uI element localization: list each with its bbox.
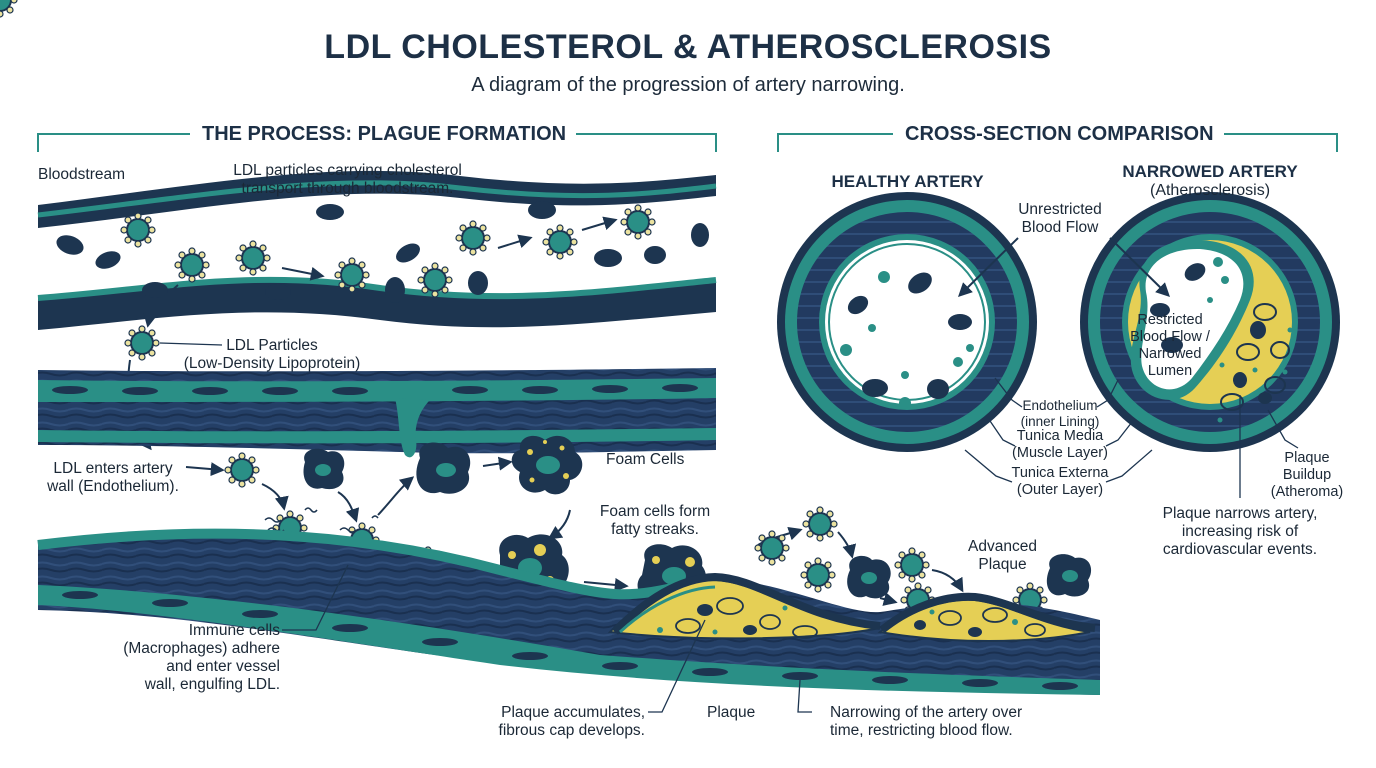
ldl-particles-line-2: (Low-Density Lipoprotein) <box>183 355 361 372</box>
narrowed-artery-title: NARROWED ARTERY <box>1122 162 1298 181</box>
tunica-media-line-2: (Muscle Layer) <box>1012 445 1108 461</box>
narrowing-line-2: time, restricting blood flow. <box>830 722 1013 739</box>
page-subtitle: A diagram of the progression of artery n… <box>471 74 905 96</box>
unrestricted-line-1: Unrestricted <box>1018 201 1102 218</box>
ldl-particles-bloodstream <box>0 0 656 361</box>
ldl-transport-line-2: transport through bloodstream. <box>241 180 454 197</box>
immune-cells-line-3: and enter vessel <box>166 658 280 675</box>
foam-streaks-line-2: fatty streaks. <box>611 521 699 538</box>
foam-streaks-line-1: Foam cells form <box>599 503 711 520</box>
bloodstream-vessel <box>37 170 717 330</box>
immune-cells-label: Immune cells (Macrophages) adhere and en… <box>90 622 280 694</box>
plaque-narrows-line-2: increasing risk of <box>1181 523 1299 540</box>
restricted-line-1: Restricted <box>1137 312 1203 328</box>
ldl-particles-line-1: LDL Particles <box>226 337 318 354</box>
plaque-accumulates-label: Plaque accumulates, fibrous cap develops… <box>470 704 645 740</box>
artery-wall-middle <box>38 368 716 458</box>
plaque-accumulates-line-2: fibrous cap develops. <box>498 722 645 739</box>
tunica-externa-line-2: (Outer Layer) <box>1016 482 1104 498</box>
macrophages-late <box>847 554 1092 599</box>
plaque-buildup-line-1: Plaque <box>1284 450 1330 466</box>
foam-streaks-label: Foam cells form fatty streaks. <box>580 503 730 539</box>
plaque-narrows-line-1: Plaque narrows artery, <box>1162 505 1318 522</box>
plaque-buildup-label: Plaque Buildup (Atheroma) <box>1262 450 1352 501</box>
comparison-section-title: CROSS-SECTION COMPARISON <box>895 123 1224 146</box>
ldl-particles-label: LDL Particles (Low-Density Lipoprotein) <box>172 337 372 373</box>
artery-wall-bottom <box>37 528 1100 695</box>
macrophages <box>303 442 471 494</box>
process-section-title: THE PROCESS: PLAGUE FORMATION <box>192 123 577 146</box>
healthy-artery-cross-section <box>777 192 1037 452</box>
tunica-externa-label: Tunica Externa (Outer Layer) <box>1000 465 1120 499</box>
foam-cells-label: Foam Cells <box>606 451 685 468</box>
restricted-line-2: Blood Flow / <box>1130 329 1210 345</box>
advanced-plaque-label: Advanced Plaque <box>950 538 1055 574</box>
page-title: LDL CHOLESTEROL & ATHEROSCLEROSIS <box>324 28 1052 66</box>
narrowed-artery-subtitle: (Atherosclerosis) <box>1149 182 1271 199</box>
unrestricted-line-2: Blood Flow <box>1021 219 1099 236</box>
unrestricted-flow-label: Unrestricted Blood Flow <box>1000 201 1120 237</box>
healthy-artery-title: HEALTHY ARTERY <box>831 172 984 191</box>
restricted-flow-label: Restricted Blood Flow / Narrowed Lumen <box>1120 312 1220 380</box>
ldl-transport-label: LDL particles carrying cholesterol trans… <box>205 162 490 198</box>
endothelium-line-1: Endothelium <box>1022 398 1098 413</box>
immune-cells-line-4: wall, engulfing LDL. <box>144 676 280 693</box>
advanced-plaque-line-1: Advanced <box>968 538 1037 555</box>
restricted-line-3: Narrowed <box>1138 346 1202 362</box>
plaque-accumulates-line-1: Plaque accumulates, <box>501 704 645 721</box>
foam-cell-1 <box>511 435 583 495</box>
plaque-label: Plaque <box>707 704 756 721</box>
immune-cells-line-2: (Macrophages) adhere <box>123 640 280 657</box>
process-header-rule <box>37 133 717 152</box>
tunica-media-label: Tunica Media (Muscle Layer) <box>1005 428 1115 462</box>
plaque-buildup-line-2: Buildup <box>1282 467 1332 483</box>
blood-cells <box>56 201 709 303</box>
bloodstream-label: Bloodstream <box>38 166 126 183</box>
tunica-externa-line-1: Tunica Externa <box>1011 465 1109 481</box>
narrowing-label: Narrowing of the artery over time, restr… <box>830 704 1022 740</box>
ldl-enters-line-2: wall (Endothelium). <box>47 478 179 495</box>
restricted-line-4: Lumen <box>1147 363 1193 379</box>
endothelium-label: Endothelium (inner Lining) <box>1010 398 1110 430</box>
narrowed-artery-cross-section <box>1080 192 1340 452</box>
ldl-enters-line-1: LDL enters artery <box>53 460 173 477</box>
comparison-leader-lines <box>958 237 1299 498</box>
ldl-enters-label: LDL enters artery wall (Endothelium). <box>38 460 188 496</box>
endothelium-line-2: (inner Lining) <box>1020 414 1100 429</box>
ldl-transport-line-1: LDL particles carrying cholesterol <box>233 162 462 179</box>
process-leader-lines <box>159 342 812 713</box>
plaque-narrows-line-3: cardiovascular events. <box>1162 541 1318 558</box>
narrowing-line-1: Narrowing of the artery over <box>830 704 1023 721</box>
comparison-header-rule <box>777 133 1338 152</box>
plaque-narrows-label: Plaque narrows artery, increasing risk o… <box>1145 505 1335 559</box>
tunica-media-line-1: Tunica Media <box>1016 428 1104 444</box>
immune-cells-line-1: Immune cells <box>188 622 280 639</box>
plaque-buildup-line-3: (Atheroma) <box>1270 484 1344 500</box>
advanced-plaque-line-2: Plaque <box>978 556 1027 573</box>
